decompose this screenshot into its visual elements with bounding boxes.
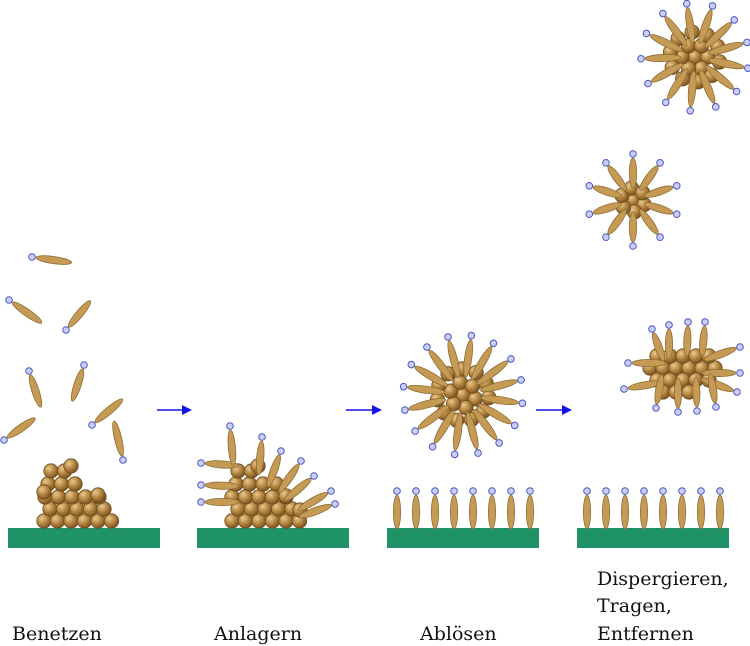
dirt-particle-icon <box>68 477 82 491</box>
surfactant-molecule-icon <box>29 254 72 266</box>
surfactant-molecule-icon <box>89 397 125 429</box>
process-arrows <box>157 405 572 415</box>
dirt-particle-icon <box>64 459 78 473</box>
dirt-particle-icon <box>44 464 58 478</box>
surface-step-2 <box>197 528 349 548</box>
step-label-benetzen: Benetzen <box>12 623 102 645</box>
surfactant-molecule-icon <box>678 488 685 529</box>
dirt-particle-icon <box>265 490 279 504</box>
dirt-particle-icon <box>51 490 65 504</box>
surfactant-molecule-icon <box>110 420 126 463</box>
surfactant-molecule-icon <box>469 488 476 529</box>
surfactant-molecule-icon <box>665 322 672 359</box>
fabric-surfaces <box>8 528 729 548</box>
step-label-dispergieren: Dispergieren, <box>597 568 729 590</box>
surfactant-molecule-icon <box>583 488 590 529</box>
dirt-particle-icon <box>54 477 68 491</box>
step-label-entfernen: Entfernen <box>597 623 694 645</box>
surfactant-molecule-icon <box>674 378 681 415</box>
surfactant-molecule-icon <box>6 297 44 326</box>
process-arrow-icon <box>346 405 382 415</box>
surfactant-molecule-icon <box>431 488 438 529</box>
surfactant-molecule-icon <box>659 488 666 529</box>
surfactant-molecule-icon <box>640 488 647 529</box>
surface-step-3 <box>387 528 539 548</box>
surfactant-molecule-icon <box>716 488 723 529</box>
dirt-particle-icon <box>65 490 79 504</box>
surfactant-molecule-icon <box>412 488 419 529</box>
surfactant-molecule-icon <box>683 319 691 356</box>
dirt-particle-icon <box>465 379 479 393</box>
surfactant-molecule-icon <box>702 369 743 376</box>
dirt-particle-icon <box>252 490 266 504</box>
surfactant-molecule-icon <box>629 212 636 249</box>
surfactant-molecule-icon <box>26 368 44 409</box>
surfactant-molecule-icon <box>697 488 704 529</box>
surfactant-molecules <box>1 0 750 529</box>
surfactant-molecule-icon <box>393 488 400 529</box>
dirt-particle-icon <box>91 488 105 502</box>
surfactant-molecule-icon <box>63 299 93 334</box>
dirt-particle-icon <box>78 490 92 504</box>
dirt-particles <box>37 25 727 528</box>
surfactant-molecule-icon <box>488 488 495 529</box>
surfactant-molecule-icon <box>625 359 666 366</box>
surfactant-molecule-icon <box>707 373 720 410</box>
surface-step-4 <box>577 528 729 548</box>
process-arrow-icon <box>157 405 192 415</box>
step-label-anlagern: Anlagern <box>213 623 302 645</box>
surfactant-molecule-icon <box>621 488 628 529</box>
surface-step-1 <box>8 528 160 548</box>
surfactant-molecule-icon <box>526 488 533 529</box>
step-label-abloesen: Ablösen <box>419 623 497 645</box>
surfactant-molecule-icon <box>69 362 87 403</box>
surfactant-molecule-icon <box>1 415 37 443</box>
dirt-particle-icon <box>242 477 256 491</box>
surfactant-molecule-icon <box>602 488 609 529</box>
surfactant-molecule-icon <box>629 151 636 188</box>
step-label-tragen: Tragen, <box>597 595 672 617</box>
surfactant-molecule-icon <box>227 423 237 466</box>
surfactant-molecule-icon <box>692 377 700 414</box>
process-arrow-icon <box>536 405 572 415</box>
surfactant-molecule-icon <box>507 488 514 529</box>
surfactant-molecule-icon <box>198 498 239 505</box>
surfactant-molecule-icon <box>450 488 457 529</box>
dirt-particle-icon <box>37 485 51 499</box>
dirt-particle-icon <box>238 490 252 504</box>
